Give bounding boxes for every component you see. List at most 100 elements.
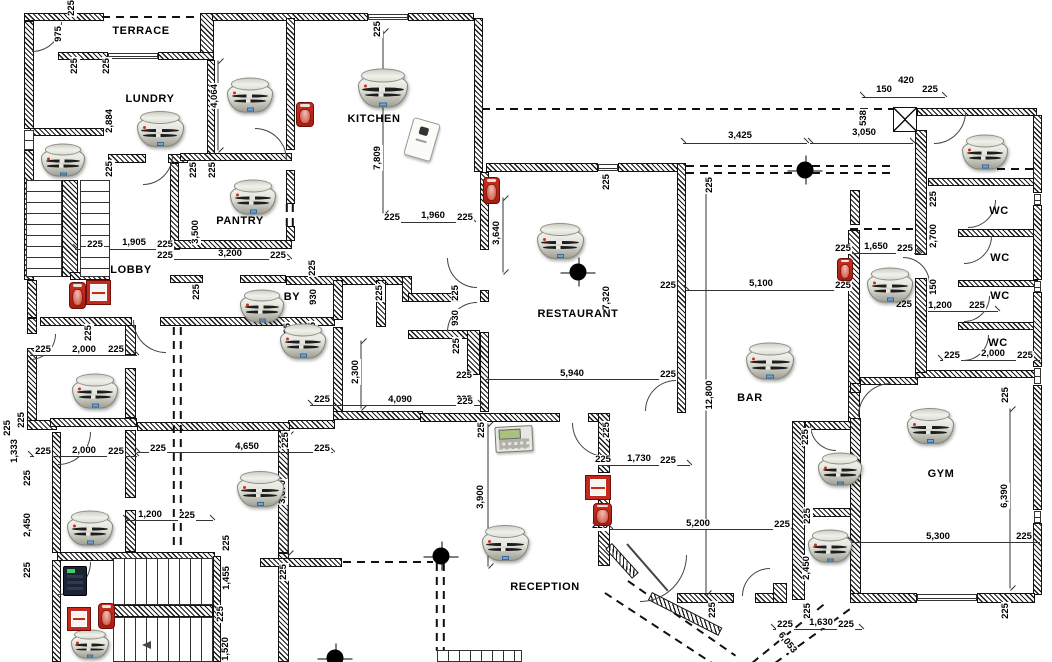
dashed-line bbox=[443, 562, 445, 651]
wall-segment bbox=[677, 593, 734, 603]
door-arc bbox=[964, 236, 992, 264]
dimension-label: 225 bbox=[215, 605, 226, 623]
dimension-label: 3,640 bbox=[491, 220, 502, 246]
dimension-label: 3,900 bbox=[475, 484, 486, 510]
dimension-label: 930 bbox=[450, 309, 461, 327]
wall-segment bbox=[467, 330, 480, 375]
room-label: BAR bbox=[737, 392, 763, 404]
dimension-line bbox=[940, 360, 1040, 361]
alarm-sounder-icon bbox=[98, 603, 115, 629]
smoke-detector-icon bbox=[535, 223, 585, 259]
dimension-label: 225 bbox=[943, 350, 961, 361]
wall-segment bbox=[30, 128, 104, 136]
dimension-label: 3,500 bbox=[190, 219, 201, 245]
door-arc bbox=[645, 380, 676, 411]
window-opening bbox=[598, 164, 618, 171]
dimension-label: 225 bbox=[278, 563, 289, 581]
alarm-sounder-icon bbox=[296, 102, 314, 127]
dashed-line bbox=[286, 203, 288, 227]
dimension-line bbox=[137, 452, 333, 453]
stairs bbox=[113, 558, 213, 605]
wall-segment bbox=[928, 178, 1038, 186]
dimension-label: 225 bbox=[207, 161, 218, 179]
junction-dot bbox=[423, 541, 459, 571]
dimension-label: 225 bbox=[837, 619, 855, 630]
dimension-line bbox=[30, 456, 137, 457]
window-opening bbox=[917, 594, 977, 601]
dimension-label: 1,730 bbox=[626, 453, 652, 464]
dimension-label: 225 bbox=[149, 443, 167, 454]
dimension-label: 1,200 bbox=[927, 300, 953, 311]
dimension-line bbox=[683, 143, 807, 144]
dimension-label: 225 bbox=[156, 239, 174, 250]
smoke-detector-icon bbox=[40, 143, 86, 177]
dimension-label: 225 bbox=[188, 161, 199, 179]
dimension-label: 225 bbox=[66, 0, 77, 17]
dimension-label: 225 bbox=[22, 561, 33, 579]
room-label: PANTRY bbox=[216, 215, 264, 227]
room-label: LOBBY bbox=[110, 264, 152, 276]
door-arc bbox=[858, 383, 891, 416]
room-label: GYM bbox=[927, 468, 955, 480]
dimension-label: 420 bbox=[897, 75, 915, 86]
room-label: RECEPTION bbox=[510, 581, 580, 593]
wall-segment bbox=[333, 280, 343, 320]
dashed-line bbox=[343, 561, 433, 563]
dimension-label: 225 bbox=[269, 250, 287, 261]
dimension-label: 225 bbox=[704, 176, 715, 194]
dimension-label: 5,940 bbox=[559, 368, 585, 379]
wall-segment bbox=[180, 153, 292, 161]
column-marker bbox=[893, 107, 917, 132]
stairs bbox=[26, 180, 62, 277]
dimension-label: 150 bbox=[875, 84, 893, 95]
junction-dot bbox=[317, 643, 353, 662]
dimension-label: 5,300 bbox=[925, 531, 951, 542]
dimension-label: 225 bbox=[659, 280, 677, 291]
dimension-label: 1,455 bbox=[221, 565, 232, 591]
room-label: WC bbox=[990, 252, 1010, 264]
dimension-line bbox=[125, 520, 213, 521]
dimension-label: 3,425 bbox=[727, 130, 753, 141]
dashed-line bbox=[686, 172, 893, 174]
wall-segment bbox=[125, 430, 136, 498]
smoke-detector-icon bbox=[807, 529, 853, 563]
wall-segment bbox=[917, 108, 1037, 116]
room-label: WC bbox=[990, 290, 1010, 302]
dimension-line bbox=[850, 542, 1040, 543]
dimension-label: 150 bbox=[928, 278, 939, 296]
wall-segment bbox=[260, 558, 342, 567]
dashed-line bbox=[482, 108, 893, 110]
wall-segment bbox=[24, 13, 104, 21]
wall-segment bbox=[1033, 385, 1042, 510]
wall-segment bbox=[474, 18, 483, 172]
dimension-label: 225 bbox=[34, 446, 52, 457]
dimension-label: 225 bbox=[601, 421, 612, 439]
door-arc bbox=[143, 155, 173, 185]
wall-segment bbox=[850, 418, 861, 595]
dimension-label: 1,333 bbox=[9, 438, 20, 464]
dimension-label: 2,000 bbox=[71, 445, 97, 456]
dimension-label: 225 bbox=[773, 519, 791, 530]
dimension-label: 225 bbox=[178, 510, 196, 521]
dimension-label: 538 bbox=[858, 109, 869, 127]
dimension-label: 225 bbox=[895, 299, 913, 310]
wall-segment bbox=[170, 163, 179, 241]
dimension-label: 225 bbox=[802, 507, 813, 525]
wall-segment bbox=[52, 432, 61, 553]
dimension-line bbox=[598, 465, 690, 466]
dimension-line bbox=[810, 143, 913, 144]
dimension-label: 225 bbox=[455, 370, 473, 381]
dimension-label: 225 bbox=[921, 84, 939, 95]
dimension-label: 225 bbox=[191, 283, 202, 301]
smoke-detector-icon bbox=[480, 525, 530, 561]
dimension-label: 2,450 bbox=[22, 512, 33, 538]
dimension-label: 225 bbox=[2, 419, 13, 437]
dimension-label: 5,100 bbox=[748, 278, 774, 289]
wall-segment bbox=[333, 411, 423, 420]
dimension-line bbox=[486, 379, 678, 380]
dimension-line bbox=[850, 253, 920, 254]
dimension-label: 4,650 bbox=[234, 441, 260, 452]
dimension-label: 225 bbox=[476, 421, 487, 439]
wall-segment bbox=[480, 332, 489, 412]
manual-call-point-icon bbox=[67, 607, 91, 631]
